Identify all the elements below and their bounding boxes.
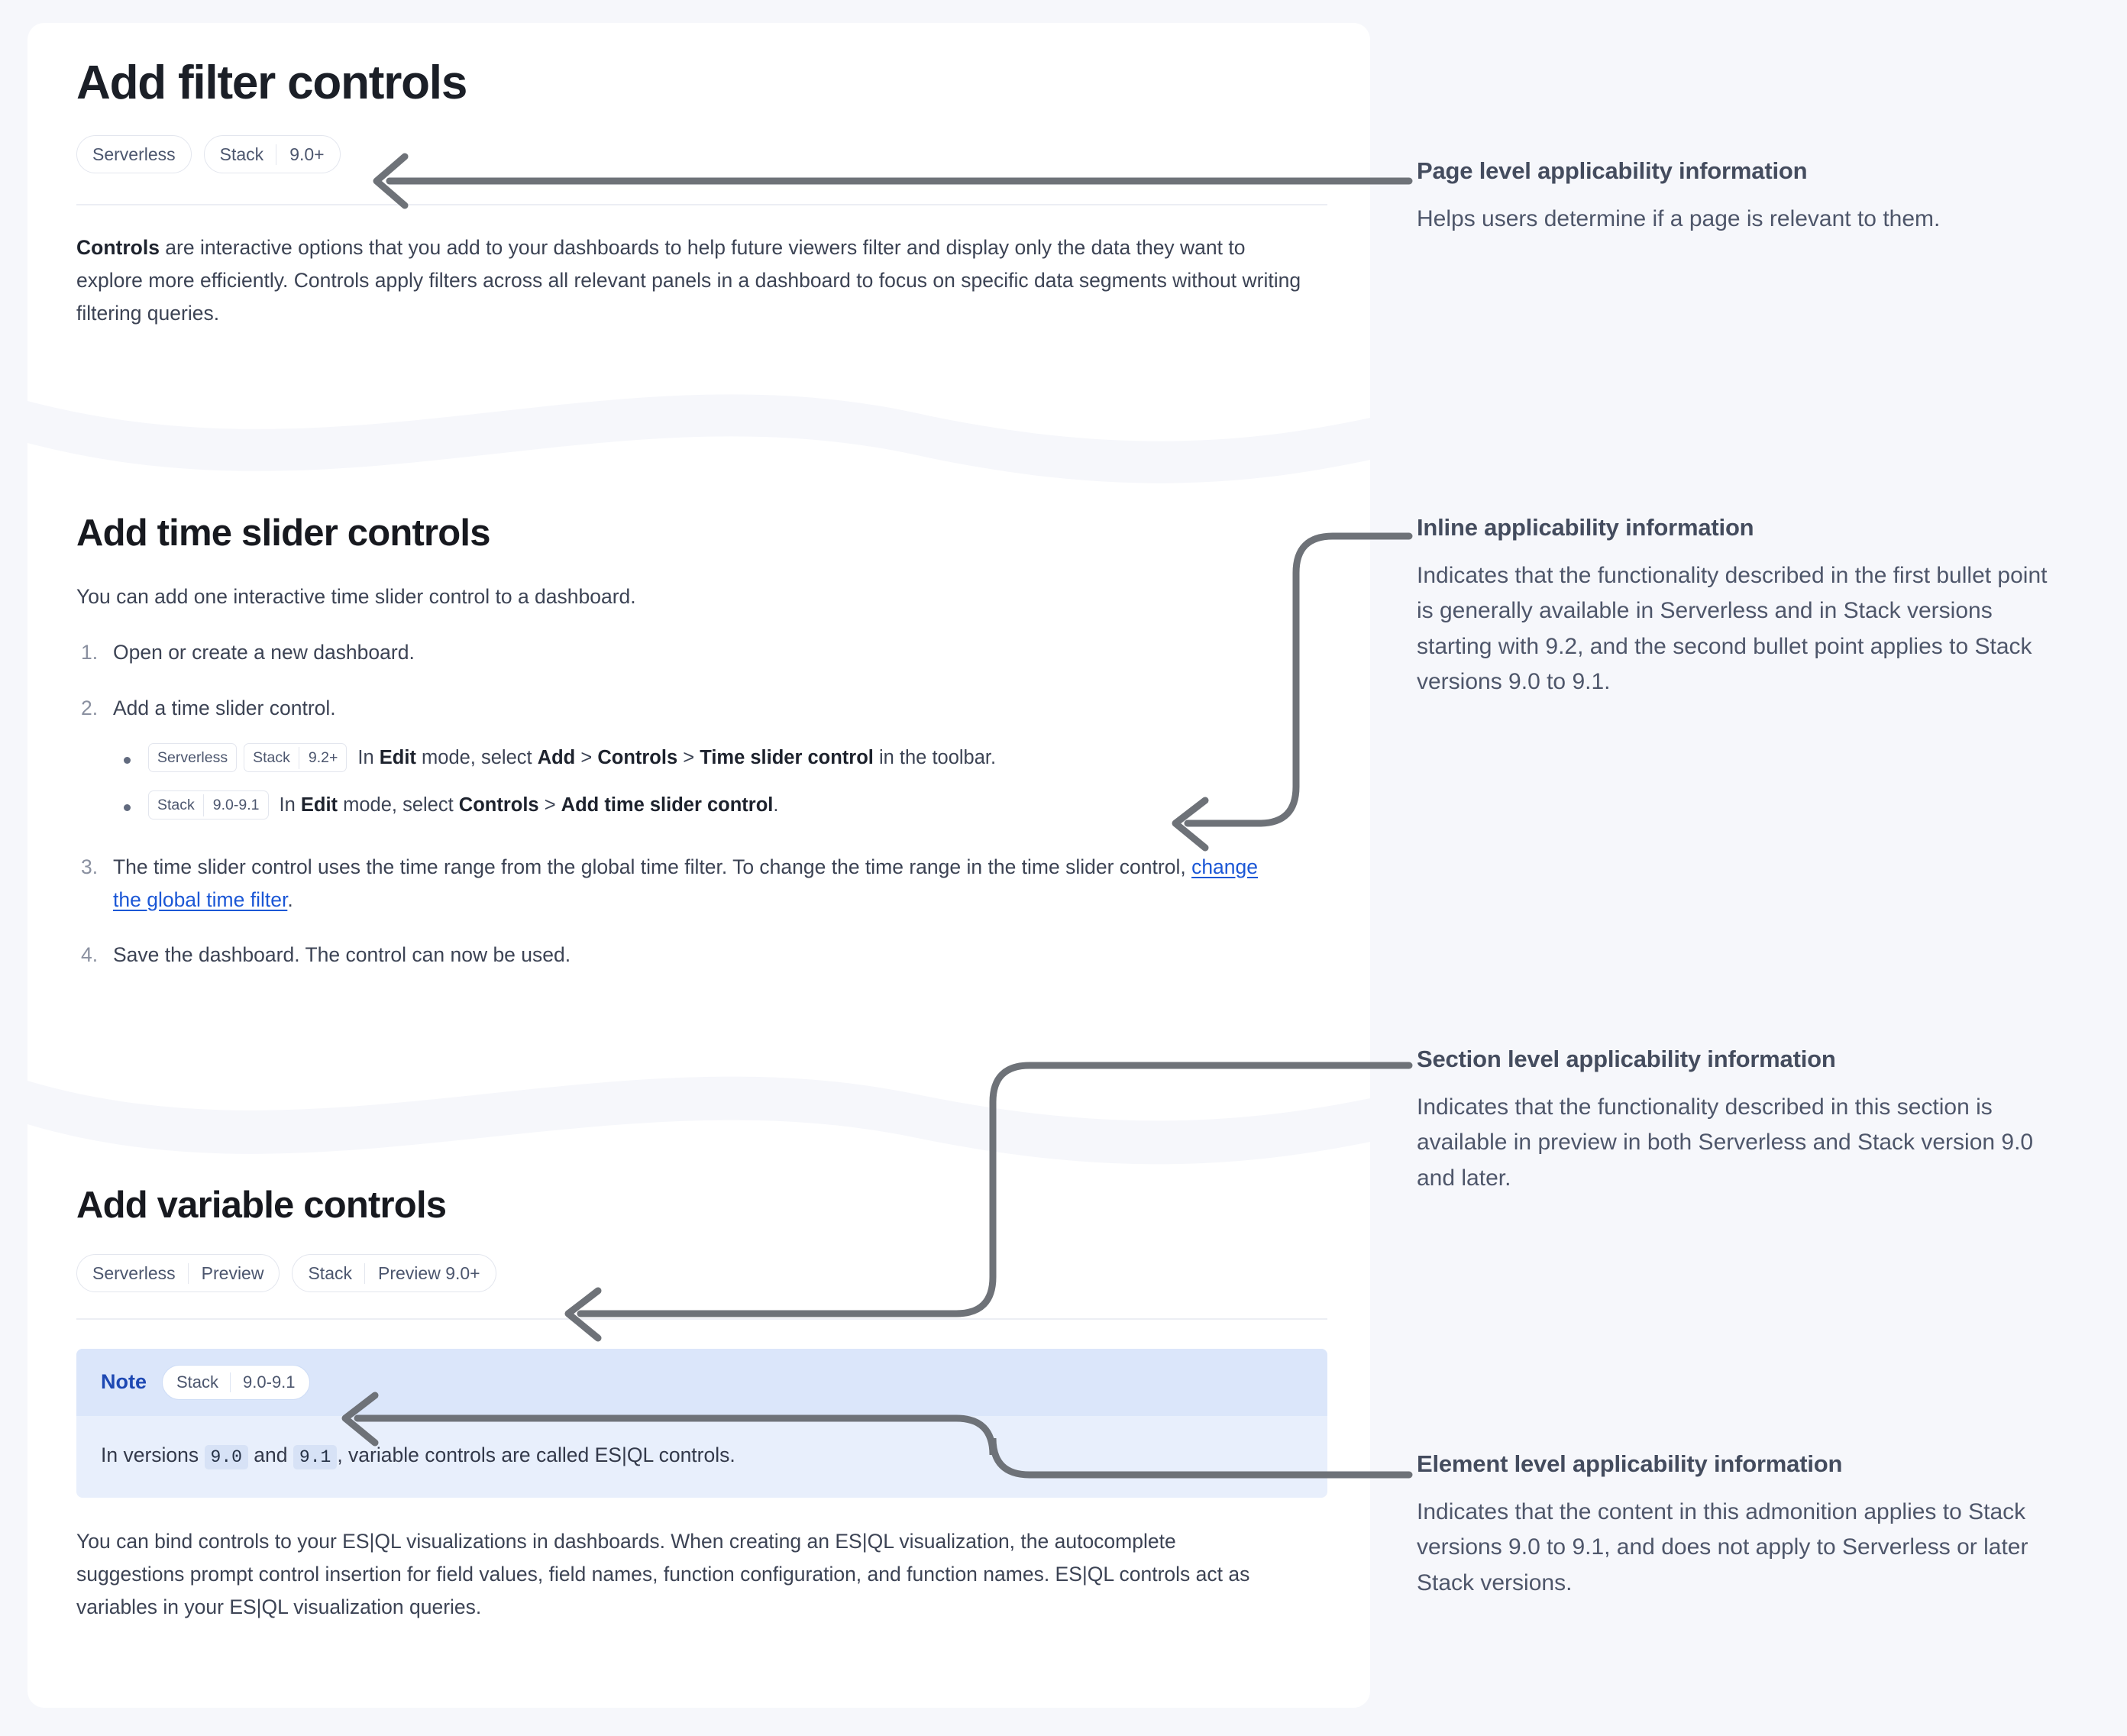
badge-segment: 9.0-9.1 <box>202 794 260 817</box>
step-item-2: 2. Add a time slider control. Serverless… <box>76 692 1324 820</box>
variable-controls-section-title: Add variable controls <box>76 1185 447 1226</box>
note-applicability-badge[interactable]: Stack 9.0-9.1 <box>162 1364 310 1400</box>
badge-segment: Serverless <box>92 1262 176 1283</box>
page-title: Add filter controls <box>76 57 467 109</box>
badge-serverless-preview[interactable]: Serverless Preview <box>76 1254 280 1293</box>
section-applicability-badges: Serverless Preview Stack Preview 9.0+ <box>76 1254 1324 1293</box>
annotation-text: Indicates that the content in this admon… <box>1417 1498 2028 1595</box>
inline-badge-serverless[interactable]: Serverless <box>148 743 238 773</box>
section-wave-divider-2 <box>27 1039 1370 1169</box>
step-item-3: 3. The time slider control uses the time… <box>76 851 1268 916</box>
step-number: 3. <box>81 855 99 878</box>
step-text: Add a time slider control. <box>113 697 336 720</box>
time-slider-section: Add time slider controls You can add one… <box>27 512 1370 971</box>
step-text: Open or create a new dashboard. <box>113 641 415 664</box>
note-admonition: Note Stack 9.0-9.1 In versions 9.0 and 9… <box>76 1348 1327 1498</box>
intro-paragraph: Controls are interactive options that yo… <box>76 231 1314 330</box>
badge-segment: Serverless <box>92 144 176 164</box>
note-text-pre: In versions <box>101 1443 205 1466</box>
inline-badge-stack-version-range[interactable]: Stack 9.0-9.1 <box>148 790 269 820</box>
annotation-title: Section level applicability information <box>1417 1046 1836 1072</box>
bullet-text: In Edit mode, select Controls > Add time… <box>279 794 779 816</box>
annotation-text: Indicates that the functionality describ… <box>1417 562 2048 695</box>
annotation-title: Inline applicability information <box>1417 514 1754 541</box>
code-version-90: 9.0 <box>204 1444 248 1469</box>
code-version-91: 9.1 <box>293 1444 338 1469</box>
badge-segment: Stack <box>157 796 195 813</box>
badge-segment: Stack <box>176 1372 219 1392</box>
bullet-item: Stack 9.0-9.1 In Edit mode, select Contr… <box>113 790 1324 820</box>
badge-segment: Preview 9.0+ <box>364 1262 480 1284</box>
bullet-item: Serverless Stack 9.2+ In Edit mode, sele… <box>113 743 1324 773</box>
note-header: Note Stack 9.0-9.1 <box>76 1348 1327 1416</box>
inline-applicability-badges: Serverless Stack 9.2+ <box>148 743 347 773</box>
time-slider-intro: You can add one interactive time slider … <box>76 585 636 609</box>
inline-badge-stack-version[interactable]: Stack 9.2+ <box>244 743 347 773</box>
badge-segment: Stack <box>253 748 290 766</box>
note-text-post: , variable controls are called ES|QL con… <box>337 1443 735 1466</box>
step-number: 4. <box>81 943 99 967</box>
step-item-1: 1. Open or create a new dashboard. <box>76 636 1324 669</box>
step-text-pre: The time slider control uses the time ra… <box>113 855 1192 878</box>
variable-controls-section: Add variable controls Serverless Preview… <box>27 1184 1370 1624</box>
time-slider-steps: 1. Open or create a new dashboard. 2. Ad… <box>76 636 1324 971</box>
step-text: Save the dashboard. The control can now … <box>113 943 571 967</box>
documentation-panel: Add filter controls Serverless Stack 9.0… <box>27 23 1370 1708</box>
badge-segment: Preview <box>187 1262 263 1284</box>
bullet-dot-icon <box>124 757 131 765</box>
variable-controls-paragraph: You can bind controls to your ES|QL visu… <box>76 1529 1250 1618</box>
step-number: 1. <box>81 641 99 664</box>
annotation-section-level: Section level applicability information … <box>1417 1045 2051 1196</box>
page-header-section: Add filter controls Serverless Stack 9.0… <box>27 57 1370 330</box>
badge-segment: 9.0+ <box>276 144 325 165</box>
badge-segment: Stack <box>308 1262 352 1283</box>
page-applicability-badges: Serverless Stack 9.0+ <box>76 135 1324 174</box>
step-text-post: . <box>287 887 293 911</box>
badge-stack-version[interactable]: Stack 9.0+ <box>203 135 341 174</box>
note-label: Note <box>101 1370 147 1394</box>
inline-applicability-badges: Stack 9.0-9.1 <box>148 790 269 820</box>
section-wave-divider-1 <box>27 370 1370 500</box>
note-text-mid: and <box>247 1443 293 1466</box>
note-body: In versions 9.0 and 9.1, variable contro… <box>76 1416 1327 1498</box>
time-slider-bullets: Serverless Stack 9.2+ In Edit mode, sele… <box>113 743 1324 820</box>
annotation-text: Indicates that the functionality describ… <box>1417 1094 2034 1191</box>
annotation-title: Element level applicability information <box>1417 1450 1843 1477</box>
intro-rest: are interactive options that you add to … <box>76 236 1301 325</box>
annotation-title: Page level applicability information <box>1417 157 1808 184</box>
badge-serverless[interactable]: Serverless <box>76 135 192 174</box>
time-slider-section-title: Add time slider controls <box>76 512 490 554</box>
annotation-inline-level: Inline applicability information Indicat… <box>1417 513 2051 700</box>
intro-lead-term: Controls <box>76 236 160 260</box>
step-number: 2. <box>81 697 99 720</box>
badge-segment: Serverless <box>157 748 228 766</box>
annotation-element-level: Element level applicability information … <box>1417 1450 2051 1601</box>
header-divider <box>76 204 1327 206</box>
badge-stack-preview-version[interactable]: Stack Preview 9.0+ <box>292 1254 496 1293</box>
annotation-text: Helps users determine if a page is relev… <box>1417 205 1941 231</box>
section-divider <box>76 1318 1327 1320</box>
global-time-filter-link[interactable]: change the global time filter <box>113 855 1259 911</box>
badge-segment: 9.2+ <box>298 746 338 769</box>
badge-segment: Stack <box>219 144 264 164</box>
step-item-4: 4. Save the dashboard. The control can n… <box>76 939 1324 971</box>
bullet-text: In Edit mode, select Add > Controls > Ti… <box>357 747 997 769</box>
annotation-page-level: Page level applicability information Hel… <box>1417 157 2051 237</box>
badge-segment: 9.0-9.1 <box>230 1372 296 1392</box>
bullet-dot-icon <box>124 804 131 812</box>
